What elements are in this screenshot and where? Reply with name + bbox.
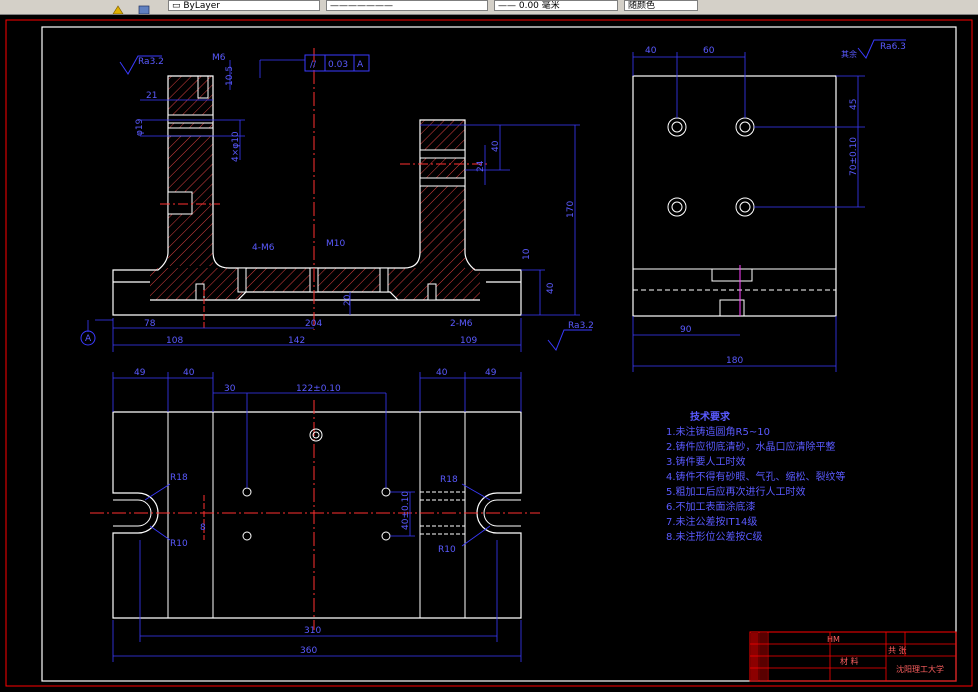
- datum-a-circle: [80, 330, 96, 346]
- dim-10: 10: [522, 248, 532, 260]
- note-item: 3.铸件要人工时效: [666, 455, 746, 468]
- note-item: 7.未注公差按IT14级: [666, 515, 757, 528]
- note-item: 5.粗加工后应再次进行人工时效: [666, 485, 806, 498]
- front-view: Ra3.2 M6 10.5 // 0.03 A 21 φ19 4×φ10 40 …: [80, 48, 594, 352]
- label-r10-right: R10: [438, 545, 456, 555]
- label-m10: M10: [326, 239, 345, 249]
- dim-phi19: φ19: [135, 118, 145, 136]
- side-outline: [632, 75, 837, 317]
- label-r10-left: R10: [170, 539, 188, 549]
- toolbar: ▭ ByLayer ——————— —— 0.00 毫米 随颜色: [0, 0, 978, 15]
- roughness-top-left-label: Ra3.2: [138, 57, 164, 67]
- title-material: 材 料: [840, 656, 859, 666]
- dim-40-bottom: 40: [546, 282, 556, 294]
- inner-border: [41, 26, 957, 682]
- top-outline: [112, 411, 522, 619]
- title-sheet: 共 张: [888, 646, 907, 655]
- depth-label: 10.5: [225, 66, 235, 86]
- side-hole-4: [735, 197, 755, 217]
- roughness-symbol-side: [857, 39, 906, 59]
- dim-78: 78: [144, 319, 156, 329]
- side-dim-90: 90: [680, 325, 692, 335]
- top-dim-310: 310: [304, 626, 321, 636]
- side-dim-45: 45: [849, 99, 859, 110]
- tolerance-value: 0.03: [328, 60, 348, 70]
- dim-21: 21: [146, 91, 157, 101]
- top-dim-49-left: 49: [134, 368, 146, 378]
- top-dim-49-right: 49: [485, 368, 497, 378]
- dim-108: 108: [166, 336, 183, 346]
- side-view: 40 60 45 70±0.10 90 180 其余 Ra6.3: [632, 39, 906, 372]
- roughness-symbol-top: [119, 55, 162, 75]
- hatch-right-column: [420, 120, 465, 268]
- dim-hole-spec: 4×φ10: [231, 131, 241, 162]
- dim-170: 170: [566, 201, 576, 218]
- title-block: HM 材 料 共 张 沈阳理工大学: [749, 631, 957, 682]
- outer-border: [5, 19, 973, 687]
- tolerance-symbol: //: [310, 60, 317, 70]
- roughness-symbol-bottom: [547, 329, 592, 351]
- color-dropdown[interactable]: 随颜色: [624, 0, 698, 11]
- layer-dropdown[interactable]: ▭ ByLayer: [168, 0, 320, 11]
- label-4m6: 4-M6: [252, 243, 275, 253]
- note-item: 1.未注铸造圆角R5~10: [666, 425, 770, 438]
- note-item: 8.未注形位公差按C级: [666, 530, 763, 543]
- dim-20: 20: [343, 294, 353, 306]
- top-dim-40-vert: 40±0.10: [401, 491, 411, 530]
- technical-notes: 技术要求 1.未注铸造圆角R5~10 2.铸件应彻底清砂，水晶口应清除平整 3.…: [666, 410, 846, 543]
- layer-state-icon[interactable]: [138, 0, 150, 14]
- top-dim-40-left: 40: [183, 368, 195, 378]
- top-dim-30: 30: [224, 384, 236, 394]
- label-8: 8: [200, 523, 206, 533]
- dim-204: 204: [305, 319, 322, 329]
- datum-label: A: [85, 334, 92, 344]
- label-r18-right: R18: [440, 475, 458, 485]
- cad-drawing-canvas[interactable]: Ra3.2 M6 10.5 // 0.03 A 21 φ19 4×φ10 40 …: [0, 14, 978, 692]
- side-roughness-label: 其余: [841, 49, 857, 59]
- top-center-hole: [309, 428, 323, 442]
- side-dim-180: 180: [726, 356, 743, 366]
- title-mark: HM: [827, 635, 840, 644]
- label-r18-left: R18: [170, 473, 188, 483]
- top-view: 49 40 30 122±0.10 40 49 40±0.10 R18 R10 …: [90, 368, 540, 662]
- top-dim-40-right: 40: [436, 368, 448, 378]
- note-item: 6.不加工表面涂底漆: [666, 500, 756, 513]
- dim-142: 142: [288, 336, 305, 346]
- side-dim-70: 70±0.10: [849, 137, 859, 176]
- top-dim-360: 360: [300, 646, 317, 656]
- title-school: 沈阳理工大学: [896, 664, 944, 674]
- side-hole-3: [667, 197, 687, 217]
- lineweight-dropdown[interactable]: —— 0.00 毫米: [494, 0, 618, 11]
- linetype-dropdown[interactable]: ———————: [326, 0, 488, 11]
- layer-tools-icon[interactable]: [112, 0, 124, 14]
- label-2m6: 2-M6: [450, 319, 473, 329]
- note-item: 2.铸件应彻底清砂，水晶口应清除平整: [666, 440, 836, 453]
- datum-ref: A: [357, 60, 364, 70]
- hatch-left-column: [168, 76, 213, 266]
- side-hole-1: [667, 117, 687, 137]
- side-dim-40: 40: [645, 46, 657, 56]
- side-dim-60: 60: [703, 46, 715, 56]
- dim-40-top: 40: [491, 140, 501, 152]
- front-outline: [112, 75, 522, 316]
- roughness-bottom-label: Ra3.2: [568, 321, 594, 331]
- side-hole-2: [735, 117, 755, 137]
- side-roughness-value: Ra6.3: [880, 42, 906, 52]
- dim-109: 109: [460, 336, 477, 346]
- top-dim-122: 122±0.10: [296, 384, 341, 394]
- note-item: 4.铸件不得有砂眼、气孔、缩松、裂纹等: [666, 470, 846, 483]
- dim-24: 24: [476, 160, 486, 172]
- notes-title: 技术要求: [690, 410, 731, 423]
- thread-label: M6: [212, 53, 226, 63]
